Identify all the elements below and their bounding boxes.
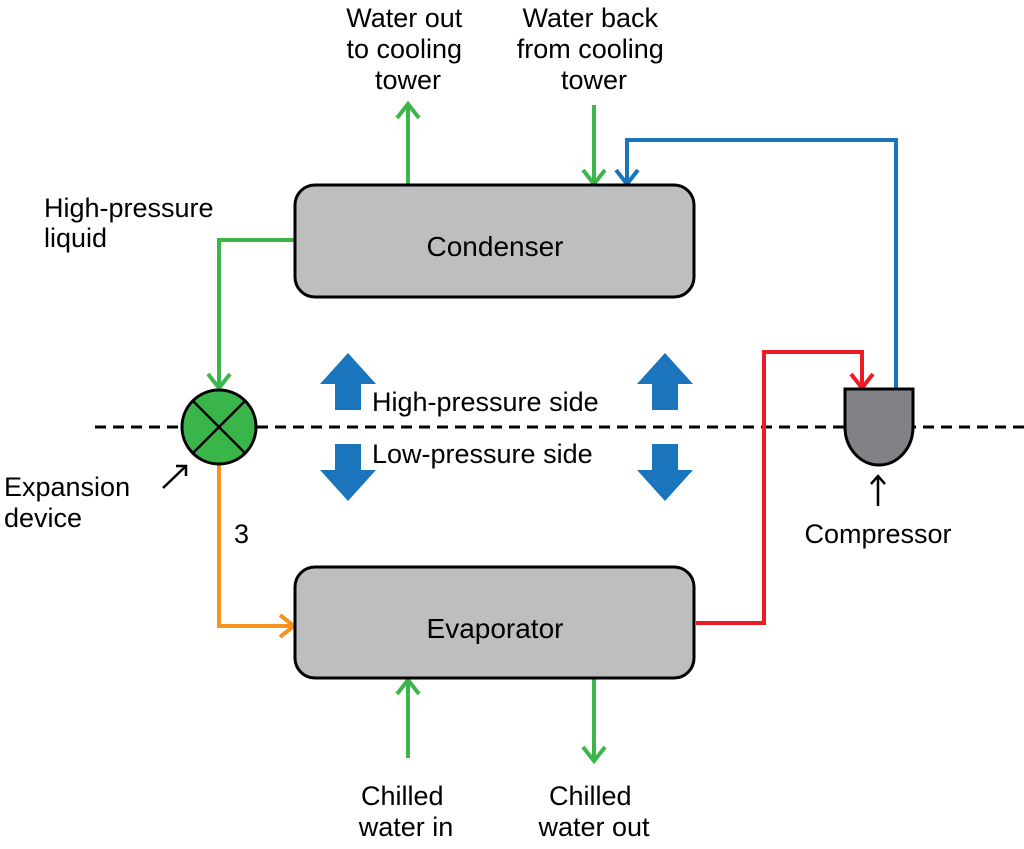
low-pressure-down-arrow-right xyxy=(637,444,693,501)
condenser-label: Condenser xyxy=(427,231,564,262)
high-pressure-up-arrow-right xyxy=(637,353,693,410)
state-point-label: 3 xyxy=(234,519,249,549)
condenser-water-back-arrow xyxy=(581,105,607,188)
compressor-icon xyxy=(843,387,915,467)
high-pressure-up-arrow-left xyxy=(320,353,376,410)
low-pressure-mix-line xyxy=(217,464,298,639)
compressor-label: Compressor xyxy=(804,519,951,549)
expansion-device-icon xyxy=(180,388,258,466)
evaporator: Evaporator xyxy=(293,565,696,680)
chilled-water-out-label: Chilled water out xyxy=(537,781,650,842)
compressor-pointer-arrow xyxy=(870,474,886,506)
condenser-water-out-arrow xyxy=(395,100,421,185)
expansion-pointer-arrow xyxy=(162,464,188,489)
low-pressure-side-label: Low-pressure side xyxy=(372,439,593,469)
high-pressure-liquid-label: High-pressure liquid xyxy=(44,193,221,253)
water-back-label: Water back from cooling tower xyxy=(517,3,672,95)
low-pressure-down-arrow-left xyxy=(320,444,376,501)
expansion-device-label: Expansion device xyxy=(4,472,138,533)
chilled-water-out-arrow xyxy=(581,678,607,765)
chilled-water-in-label: Chilled water in xyxy=(358,781,454,842)
evaporator-label: Evaporator xyxy=(427,613,564,644)
high-pressure-side-label: High-pressure side xyxy=(372,387,599,417)
chilled-water-in-arrow xyxy=(395,676,421,758)
water-out-label: Water out to cooling tower xyxy=(346,3,470,95)
condenser: Condenser xyxy=(293,183,696,299)
high-pressure-liquid-line xyxy=(206,238,296,392)
